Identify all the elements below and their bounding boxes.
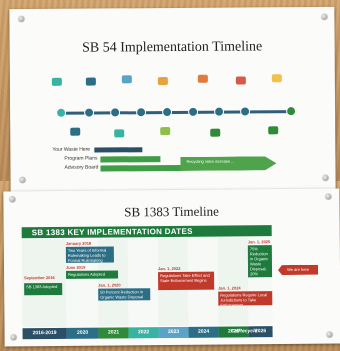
event-date: Jan. 1, 2022 [157,265,181,272]
package-icon [157,77,168,86]
gear-icon [114,129,125,138]
pin-icon [18,16,25,23]
slide-sb1383: SB 1383 Timeline SB 1383 KEY IMPLEMENTAT… [3,188,340,347]
event-date: June 2019 [65,264,86,270]
document-icon [85,77,96,86]
check-icon [268,126,279,135]
recycle-icon [51,77,62,86]
timeline-node [162,107,173,118]
bag-icon [121,75,132,84]
timeline-node [214,106,225,117]
phase-bar [100,156,161,163]
event-box: Regulations Adopted [66,270,119,279]
bottle-icon [271,74,282,83]
event-box: Two Years of Informal Rulemaking Leads t… [65,246,114,263]
arrow-text: Recycling rates increase ... [186,158,235,164]
we-are-here-callout: We are here [278,265,318,275]
timeline-node [56,107,67,118]
timeline-line [60,110,293,115]
timeline-node [286,106,297,117]
people-icon [70,127,81,136]
container-icon [235,76,246,85]
banner: SB 1383 KEY IMPLEMENTATION DATES [21,225,272,239]
timeline-node [110,107,121,118]
pin-icon [322,174,329,181]
slide-title: SB 54 Implementation Timeline [82,39,263,56]
slide-title: SB 1383 Timeline [124,203,219,220]
timeline-node [188,106,199,117]
pin-icon [326,331,333,338]
pin-icon [325,193,332,200]
event-box: Regulations Require Local Jurisdictions … [218,291,273,306]
event-date: September 2016 [24,275,55,281]
year-cell: 2020 [66,327,99,339]
timeline-node [84,107,95,118]
column-bg [217,237,249,326]
pin-icon [19,177,26,184]
event-box: 50 Percent Reduction in Organic Waste Di… [98,288,151,301]
leaf-icon [160,127,171,136]
timeline-node [240,106,251,117]
pin-icon [9,196,16,203]
event-date: Jan. 1, 2024 [218,285,241,291]
timeline-label: Advisory Board [64,164,99,171]
slide-sb54: SB 54 Implementation Timeline Your Waste… [9,6,336,193]
pin-icon [10,334,17,341]
event-box: SB 1383 Adopted [24,282,63,296]
event-date: Jan. 1, 2020 [98,282,121,288]
timeline-node [136,107,147,118]
event-box: 75% Reduction in Organic Waste Disposal;… [247,245,273,278]
year-cell: 2023 [158,326,189,339]
year-cell: 2016-2019 [22,327,67,340]
recycle-icon [210,128,221,137]
phase-bar [100,164,181,172]
calrecycle-logo: CalRecycle [230,328,258,335]
column-bg [127,238,159,327]
timeline-label: Program Plans [64,155,98,162]
year-cell: 2022 [128,327,159,339]
chart-icon [197,74,208,83]
event-date: January 2018 [65,240,92,246]
phase-bar [94,147,143,153]
year-cell: 2021 [98,327,129,339]
year-cell: 2024 [188,326,219,338]
pin-icon [321,13,328,20]
sb54-timeline-graphic: Your Waste Here Program Plans Advisory B… [50,72,301,182]
sb1383-graphic: SB 1383 KEY IMPLEMENTATION DATES Septemb… [21,225,273,341]
event-date: Jan. 1, 2025 [247,239,271,245]
event-box: Regulations Take Effect and State Enforc… [158,271,215,291]
timeline-label: Your Waste Here [52,146,91,153]
